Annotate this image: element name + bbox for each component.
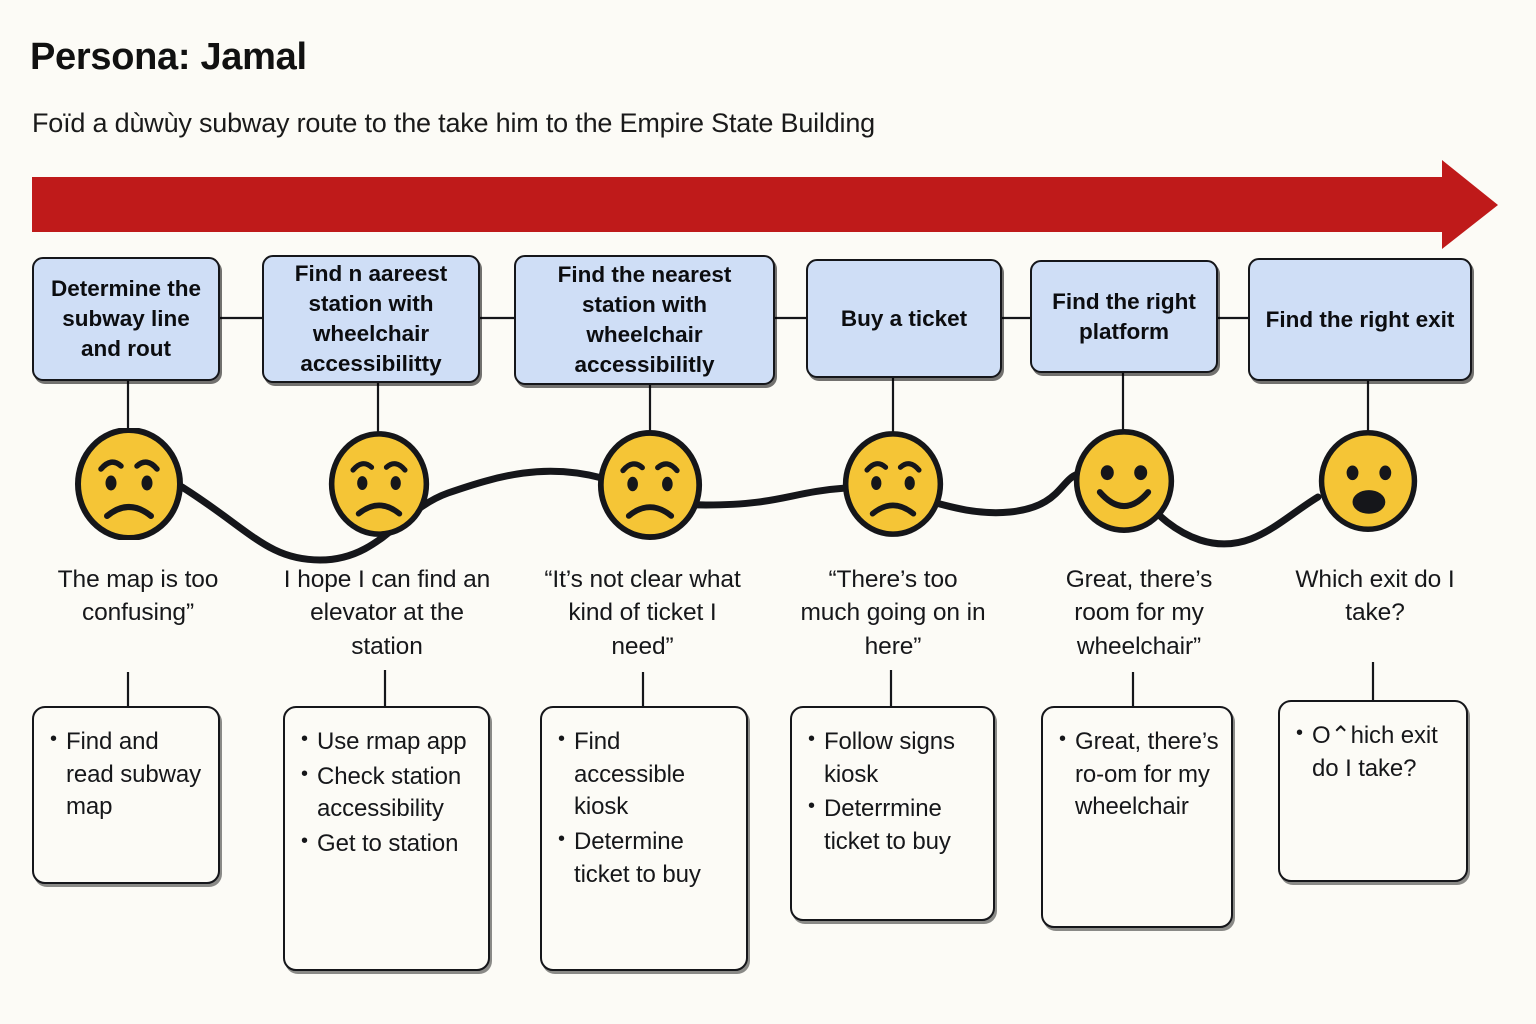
- stage-box-2[interactable]: Find n aareest station with wheelchair a…: [262, 255, 480, 383]
- stage-label: Find the right platform: [1052, 288, 1196, 344]
- stage-box-6[interactable]: Find the right exit: [1248, 258, 1472, 381]
- page-subtitle: Foïd a dùwùy subway route to the take hi…: [32, 108, 875, 138]
- quote-2: I hope I can find an elevator at the sta…: [281, 563, 493, 663]
- stage-label: Find the right exit: [1265, 306, 1455, 332]
- stage-label: Buy a ticket: [840, 305, 968, 331]
- quote-text: I hope I can find an elevator at the sta…: [283, 566, 491, 660]
- emotion-face-sad-4: [842, 431, 944, 537]
- action-item: Determine ticket to buy: [558, 826, 734, 891]
- page-title: Persona: Jamal: [30, 36, 307, 78]
- action-box-6[interactable]: O⌃hich exit do I take?: [1278, 700, 1468, 882]
- action-box-2[interactable]: Use rmap app Check station accessibility…: [283, 706, 490, 971]
- quote-4: “There’s too much going on in here”: [798, 563, 988, 663]
- action-item: Follow signs kiosk: [808, 726, 981, 791]
- stage-box-5[interactable]: Find the right platform: [1030, 260, 1218, 373]
- action-box-3[interactable]: Find accessible kiosk Determine ticket t…: [540, 706, 748, 971]
- emotion-face-sad-1: [75, 428, 183, 540]
- quote-text: Great, there’s room for my wheelchair”: [1065, 566, 1213, 660]
- action-list-5: Great, there’s ro-om for my wheelchair: [1055, 726, 1219, 824]
- stage-box-1[interactable]: Determine the subway line and rout: [32, 257, 220, 381]
- stage-label: Find n aareest station with wheelchair a…: [294, 261, 448, 376]
- action-item: Find accessible kiosk: [558, 726, 734, 824]
- action-list-3: Find accessible kiosk Determine ticket t…: [554, 726, 734, 891]
- quote-text: The map is too confusing”: [57, 566, 219, 627]
- emotion-face-happy-5: [1073, 429, 1175, 533]
- action-item: Get to station: [301, 828, 476, 861]
- emotion-face-sad-2: [328, 431, 430, 537]
- action-list-1: Find and read subway map: [46, 726, 206, 824]
- stage-label: Find the nearest station with wheelchair…: [557, 262, 732, 377]
- action-item: Great, there’s ro-om for my wheelchair: [1059, 726, 1219, 824]
- quote-text: Which exit do I take?: [1295, 566, 1455, 627]
- stage-box-4[interactable]: Buy a ticket: [806, 259, 1002, 378]
- stage-box-3[interactable]: Find the nearest station with wheelchair…: [514, 255, 775, 385]
- action-item: Check station accessibility: [301, 761, 476, 826]
- quote-1: The map is too confusing”: [38, 563, 238, 630]
- emotion-face-sad-3: [597, 430, 703, 540]
- action-list-4: Follow signs kiosk Deterrmine ticket to …: [804, 726, 981, 859]
- action-box-4[interactable]: Follow signs kiosk Deterrmine ticket to …: [790, 706, 995, 921]
- action-box-1[interactable]: Find and read subway map: [32, 706, 220, 884]
- quote-5: Great, there’s room for my wheelchair”: [1036, 563, 1242, 663]
- action-item: O⌃hich exit do I take?: [1296, 720, 1454, 785]
- action-item: Deterrmine ticket to buy: [808, 793, 981, 858]
- emotion-face-surprised-6: [1318, 430, 1418, 532]
- quote-text: “It’s not clear what kind of ticket I ne…: [544, 566, 741, 660]
- action-list-6: O⌃hich exit do I take?: [1292, 720, 1454, 785]
- quote-3: “It’s not clear what kind of ticket I ne…: [540, 563, 745, 663]
- action-list-2: Use rmap app Check station accessibility…: [297, 726, 476, 861]
- quote-text: “There’s too much going on in here”: [800, 566, 986, 660]
- action-item: Find and read subway map: [50, 726, 206, 824]
- action-box-5[interactable]: Great, there’s ro-om for my wheelchair: [1041, 706, 1233, 928]
- action-item: Use rmap app: [301, 726, 476, 759]
- stage-label: Determine the subway line and rout: [50, 276, 202, 361]
- quote-6: Which exit do I take?: [1286, 563, 1464, 630]
